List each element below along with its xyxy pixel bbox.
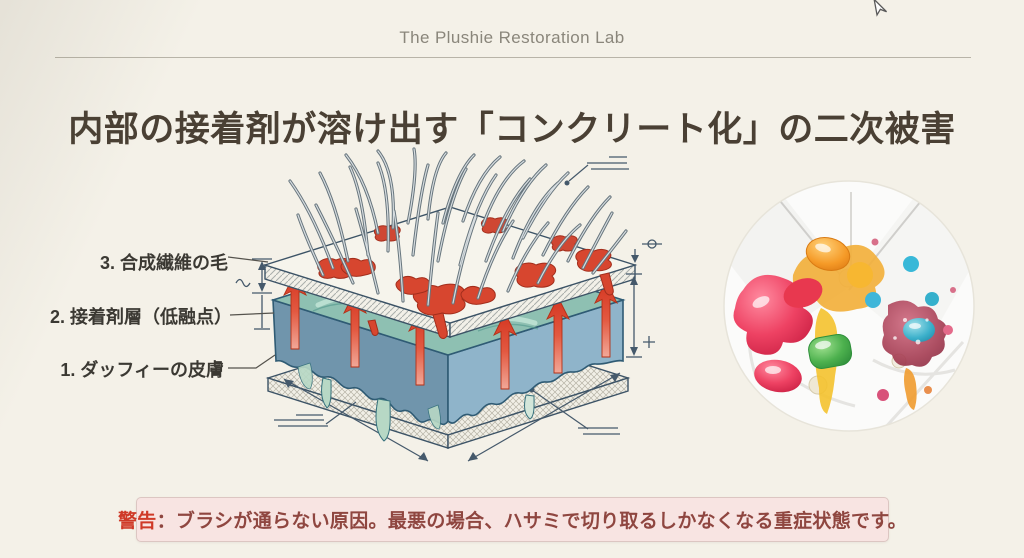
page-title: 内部の接着剤が溶け出す「コンクリート化」の二次被害 [68, 110, 956, 150]
label-leader-lines [228, 256, 276, 369]
dimension-annotations-side [235, 239, 662, 358]
fiber-base-plate [262, 206, 638, 338]
layer-diagram [228, 147, 662, 462]
warning-text: ：ブラシが通らない原因。最悪の場合、ハサミで切り取るしかなくなる重症状態です。 [156, 511, 908, 532]
header-brand: The Plushie Restoration Lab [399, 28, 625, 47]
layer-label-skin: 1. ダッフィーの皮膚 [60, 360, 224, 380]
warning-box: 警告：ブラシが通らない原因。最悪の場合、ハサミで切り取るしかなくなる重症状態です… [118, 497, 907, 542]
stain-photo [723, 180, 975, 432]
mouse-cursor-icon [873, 0, 888, 17]
note-scribble-top [564, 156, 629, 186]
header-divider [55, 57, 971, 58]
layer-label-adhesive: 2. 接着剤層（低融点） [49, 307, 232, 327]
layer-label-fiber: 3. 合成繊維の毛 [99, 253, 228, 273]
melted-adhesive-pools [317, 217, 614, 339]
dimension-annotations-bottom [274, 372, 621, 462]
warning-label: 警告 [117, 511, 157, 532]
